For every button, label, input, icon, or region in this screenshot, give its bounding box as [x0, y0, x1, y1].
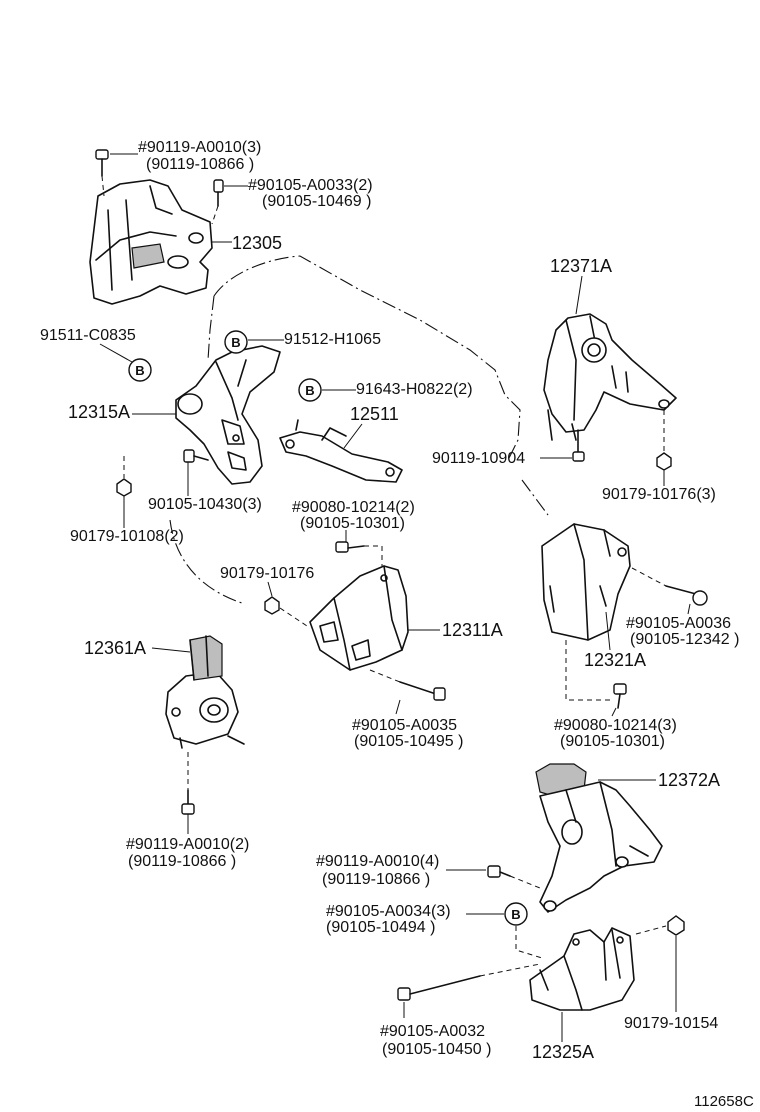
- label-12511: 12511: [350, 404, 399, 424]
- label-90119-10904: 90119-10904: [432, 450, 525, 467]
- label-91643-H0822: 91643-H0822(2): [356, 381, 473, 398]
- bolt-icon: [183, 449, 209, 463]
- label-12321A: 12321A: [584, 650, 646, 670]
- bolt-icon: [572, 429, 585, 462]
- svg-text:B: B: [231, 335, 240, 350]
- label-90105-a0034-2: (90105-10494 ): [326, 919, 435, 936]
- engine-mount-12361A: [165, 635, 245, 749]
- bolt-icon: [613, 683, 627, 709]
- label-90080-b2: (90105-10301): [560, 733, 665, 750]
- engine-phantom-outline-left: [169, 295, 246, 605]
- callout-b-marker: B: [504, 902, 528, 926]
- label-90080-a2: (90105-10301): [300, 515, 405, 532]
- label-90119-a0010-2-1: #90119-A0010(2): [126, 836, 249, 853]
- label-90119-a0010-4-2: (90119-10866 ): [322, 871, 430, 888]
- nut-icon: [116, 478, 132, 497]
- label-90080-a1: #90080-10214(2): [292, 499, 415, 516]
- label-90179-10176-3: 90179-10176(3): [602, 486, 716, 503]
- bracket-12325A: [529, 927, 635, 1011]
- bracket-12315A: [175, 345, 281, 485]
- bolt-icon: [487, 865, 511, 878]
- bolt-icon: [95, 149, 109, 177]
- bolt-icon: [665, 585, 708, 606]
- bolt-icon: [397, 975, 481, 1001]
- bracket-12311A: [309, 565, 409, 671]
- label-90105-a0035-2: (90105-10495 ): [354, 733, 463, 750]
- label-90105-a0035-1: #90105-A0035: [352, 717, 457, 734]
- label-90105-a0036-1: #90105-A0036: [626, 615, 731, 632]
- label-90119-a0010-4-1: #90119-A0010(4): [316, 853, 439, 870]
- nut-icon: [667, 915, 685, 936]
- svg-text:B: B: [305, 383, 314, 398]
- callout-b-marker: B: [128, 358, 152, 382]
- nut-icon: [656, 452, 672, 471]
- label-90105-a0032-1: #90105-A0032: [380, 1023, 485, 1040]
- label-12311A: 12311A: [442, 620, 503, 640]
- label-90080-b1: #90080-10214(3): [554, 717, 677, 734]
- label-12315A: 12315A: [68, 402, 130, 422]
- svg-text:B: B: [511, 907, 520, 922]
- engine-mount-12371A: [543, 313, 677, 441]
- callout-b-marker: B: [298, 378, 322, 402]
- label-90179-10154: 90179-10154: [624, 1015, 718, 1032]
- label-12305: 12305: [232, 233, 282, 253]
- label-12325A: 12325A: [532, 1042, 594, 1062]
- label-12361A: 12361A: [84, 638, 146, 658]
- bolt-icon: [335, 541, 365, 553]
- engine-mount-12305: [89, 179, 213, 305]
- label-90179-10176: 90179-10176: [220, 565, 314, 582]
- svg-text:B: B: [135, 363, 144, 378]
- bracket-12321A: [541, 523, 631, 641]
- label-91512-H1065: 91512-H1065: [284, 331, 381, 348]
- label-top-bolt-b2: (90105-10469 ): [262, 193, 371, 210]
- stay-12511: [279, 419, 403, 483]
- callout-b-marker: B: [224, 330, 248, 354]
- label-top-bolt-b1: #90105-A0033(2): [248, 177, 373, 194]
- label-90105-a0036-2: (90105-12342 ): [630, 631, 739, 648]
- label-90119-a0010-2-2: (90119-10866 ): [128, 853, 236, 870]
- bolt-icon: [181, 789, 195, 815]
- label-91511-C0835: 91511-C0835: [40, 327, 136, 344]
- nut-icon: [264, 596, 280, 615]
- label-90105-10430: 90105-10430(3): [148, 496, 262, 513]
- bolt-icon: [399, 681, 446, 701]
- label-top-bolt-1: #90119-A0010(3): [138, 139, 261, 156]
- label-top-bolt-2: (90119-10866 ): [146, 156, 254, 173]
- engine-phantom-outline: [213, 255, 549, 516]
- label-90179-10108: 90179-10108(2): [70, 528, 184, 545]
- diagram-code: 112658C: [694, 1093, 754, 1110]
- label-12372A: 12372A: [658, 770, 720, 790]
- label-12371A: 12371A: [550, 256, 612, 276]
- label-90105-a0034-1: #90105-A0034(3): [326, 903, 451, 920]
- engine-mount-12372A: [535, 763, 663, 913]
- bolt-icon: [213, 179, 224, 207]
- label-90105-a0032-2: (90105-10450 ): [382, 1041, 491, 1058]
